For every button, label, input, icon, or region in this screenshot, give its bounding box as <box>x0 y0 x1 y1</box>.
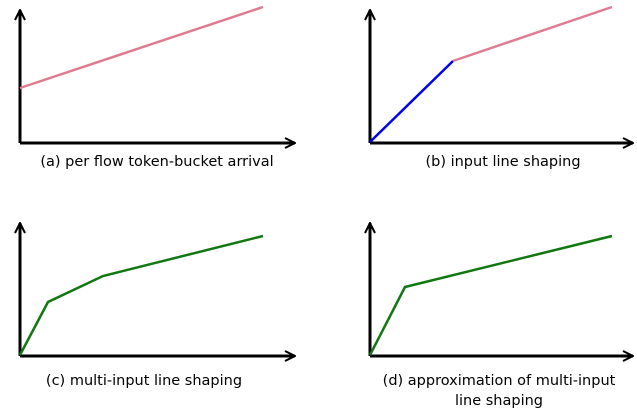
caption-d-line-2: line shaping <box>455 393 543 409</box>
panel-c: (c) multi-input line shaping <box>20 223 295 389</box>
caption-d-line-1: (d) approximation of multi-input <box>383 373 616 389</box>
token-bucket-line <box>19 5 264 90</box>
approximation-curve <box>368 234 613 356</box>
multi-input-curve <box>18 234 264 356</box>
panel-d: (d) approximation of multi-input line sh… <box>370 223 633 409</box>
token-bucket-segment <box>452 5 613 63</box>
caption-c: (c) multi-input line shaping <box>46 373 242 389</box>
panel-a: (a) per flow token-bucket arrival <box>19 5 295 170</box>
panel-b: (b) input line shaping <box>369 5 633 170</box>
caption-a: (a) per flow token-bucket arrival <box>40 154 273 170</box>
caption-b: (b) input line shaping <box>425 154 580 170</box>
input-line-segment <box>369 60 454 143</box>
